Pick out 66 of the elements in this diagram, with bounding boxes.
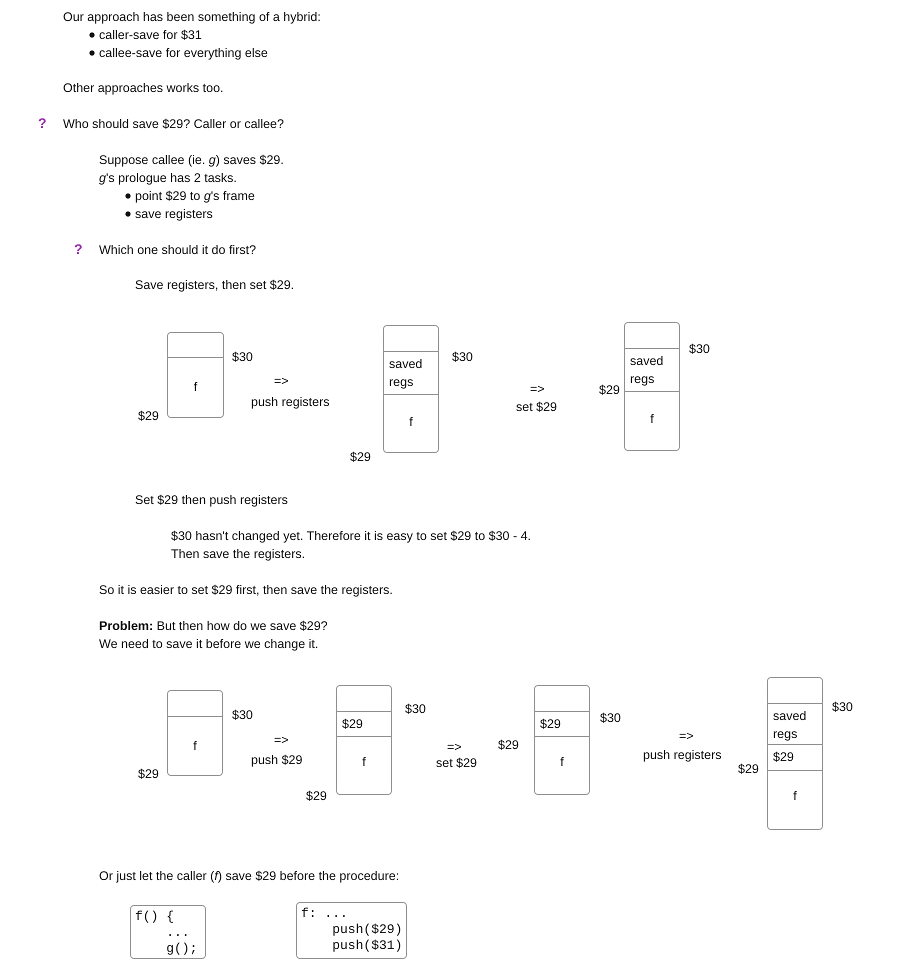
register-label: $29: [350, 450, 371, 465]
stack-frame-box: [383, 325, 439, 453]
question-text: Who should save $29? Caller or callee?: [63, 117, 284, 132]
paragraph-text: So it is easier to set $29 first, then save the registers.: [99, 583, 393, 598]
stack-frame-box: [534, 685, 590, 795]
code-block: f() { ... g();: [130, 905, 206, 959]
step-label: push $29: [251, 753, 302, 768]
paragraph-text: Other approaches works too.: [63, 81, 224, 96]
stack-slot: f: [625, 391, 679, 450]
list-item-text: save registers: [135, 207, 213, 222]
stack-frame-box: [336, 685, 392, 795]
step-label: set $29: [516, 400, 558, 415]
stack-slot: f: [168, 357, 223, 417]
question-mark: ?: [74, 242, 83, 257]
stack-frame-box: [167, 332, 224, 418]
step-label: push registers: [643, 748, 722, 763]
stack-slot: saved regs: [384, 351, 438, 394]
register-label: $30: [600, 711, 621, 726]
transition-arrow-text: =>: [679, 729, 694, 744]
step-label: set $29: [436, 756, 478, 771]
stack-frame-box: [624, 322, 680, 451]
code-block: f: ... push($29) push($31): [296, 902, 408, 959]
register-label: $30: [232, 708, 253, 723]
register-label: $29: [138, 767, 159, 782]
list-item-text: point $29 to g's frame: [135, 189, 255, 204]
stack-slot: saved regs: [768, 703, 822, 744]
stack-slot: f: [337, 736, 391, 794]
stack-slot: $29: [337, 711, 391, 736]
register-label: $29: [498, 738, 519, 753]
list-item-text: caller-save for $31: [99, 28, 202, 43]
stack-frame-box: [767, 677, 823, 830]
register-label: $29: [599, 383, 620, 398]
paragraph-text: Then save the registers.: [171, 547, 306, 562]
paragraph-text: g's prologue has 2 tasks.: [99, 171, 237, 186]
step-label: push registers: [251, 395, 330, 410]
stack-slot: $29: [768, 744, 822, 770]
stack-frame-box: [167, 690, 223, 776]
transition-arrow-text: =>: [274, 374, 289, 389]
paragraph-text: Suppose callee (ie. g) saves $29.: [99, 153, 284, 168]
paragraph-text: Save registers, then set $29.: [135, 278, 294, 293]
question-text: Which one should it do first?: [99, 243, 256, 258]
register-label: $30: [832, 700, 853, 715]
paragraph-text: $30 hasn't changed yet. Therefore it is easy to set $29 to $30 - 4.: [171, 529, 532, 544]
register-label: $30: [405, 702, 426, 717]
transition-arrow-text: =>: [447, 740, 462, 755]
stack-slot: f: [384, 394, 438, 452]
stack-slot: f: [535, 736, 589, 794]
register-label: $30: [452, 350, 473, 365]
paragraph-text: We need to save it before we change it.: [99, 637, 318, 652]
paragraph-text: Our approach has been something of a hybrid:: [63, 10, 321, 25]
paragraph-text: Or just let the caller (f) save $29 before the procedure:: [99, 869, 400, 884]
transition-arrow-text: =>: [530, 382, 545, 397]
question-mark: ?: [38, 116, 47, 131]
paragraph-text: Problem: But then how do we save $29?: [99, 619, 328, 634]
paragraph-text: Set $29 then push registers: [135, 493, 288, 508]
register-label: $29: [738, 762, 759, 777]
register-label: $29: [138, 409, 159, 424]
register-label: $29: [306, 789, 327, 804]
stack-slot: $29: [535, 711, 589, 736]
register-label: $30: [689, 342, 710, 357]
stack-slot: f: [168, 716, 222, 775]
stack-slot: saved regs: [625, 348, 679, 391]
register-label: $30: [232, 350, 253, 365]
transition-arrow-text: =>: [274, 733, 289, 748]
list-item-text: callee-save for everything else: [99, 46, 268, 61]
stack-slot: f: [768, 770, 822, 829]
